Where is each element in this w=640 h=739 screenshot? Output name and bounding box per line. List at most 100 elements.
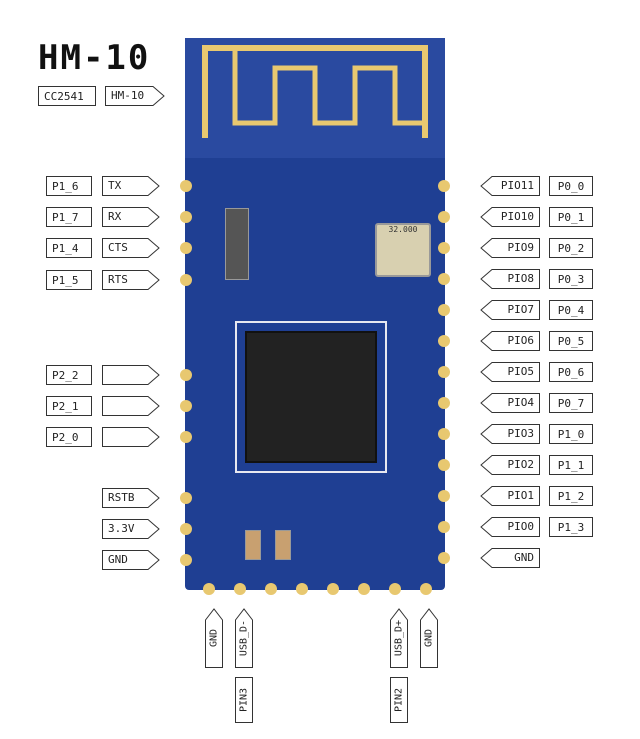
- pad: [438, 428, 450, 440]
- right-port-label: P1_0: [549, 424, 593, 444]
- right-pin-arrow: PIO6: [480, 331, 540, 351]
- pad: [180, 211, 192, 223]
- pad: [234, 583, 246, 595]
- left-pin-arrow: GND: [102, 550, 160, 570]
- pad: [438, 242, 450, 254]
- chip-outline: [235, 321, 387, 473]
- pad: [180, 180, 192, 192]
- capacitor: [275, 530, 291, 560]
- crystal: 32.000: [375, 223, 431, 277]
- pad: [180, 400, 192, 412]
- left-pin-label: TX: [108, 179, 122, 192]
- right-pin-label: PIO6: [507, 334, 535, 347]
- module-title: HM-10: [38, 38, 151, 78]
- right-pin-label: PIO7: [507, 303, 535, 316]
- right-pin-label: PIO3: [507, 427, 535, 440]
- left-pin-label: [102, 399, 114, 412]
- right-pin-label: PIO1: [507, 489, 535, 502]
- left-pin-arrow: [102, 396, 160, 416]
- pad: [438, 366, 450, 378]
- left-port-label: P2_0: [46, 427, 92, 447]
- pad: [180, 369, 192, 381]
- right-pin-arrow: PIO3: [480, 424, 540, 444]
- left-pin-label: RSTB: [108, 491, 135, 504]
- right-pin-arrow: PIO11: [480, 176, 540, 196]
- left-port-label: P1_6: [46, 176, 92, 196]
- pad: [438, 180, 450, 192]
- crystal-label: 32.000: [388, 225, 418, 234]
- right-port-label: P1_2: [549, 486, 593, 506]
- right-pin-label: PIO0: [507, 520, 535, 533]
- left-pin-arrow: RTS: [102, 270, 160, 290]
- right-pin-arrow: PIO10: [480, 207, 540, 227]
- antenna-area: [185, 38, 445, 158]
- pad: [438, 397, 450, 409]
- right-pin-arrow: PIO8: [480, 269, 540, 289]
- pad: [420, 583, 432, 595]
- bottom-pin-number: PIN2: [390, 677, 408, 723]
- left-port-label: P2_1: [46, 396, 92, 416]
- right-pin-arrow: PIO4: [480, 393, 540, 413]
- left-port-label: P2_2: [46, 365, 92, 385]
- right-pin-arrow: PIO7: [480, 300, 540, 320]
- pad: [438, 211, 450, 223]
- pad: [438, 490, 450, 502]
- right-pin-label: PIO8: [507, 272, 535, 285]
- left-pin-label: 3.3V: [108, 522, 135, 535]
- left-pin-arrow: 3.3V: [102, 519, 160, 539]
- pad: [327, 583, 339, 595]
- pad: [180, 492, 192, 504]
- right-port-label: P0_5: [549, 331, 593, 351]
- right-pin-label: PIO11: [500, 179, 534, 192]
- ble-chip: [245, 331, 377, 463]
- bottom-pin-arrow: GND: [420, 608, 438, 668]
- right-pin-label: PIO4: [507, 396, 535, 409]
- right-pin-arrow: PIO0: [480, 517, 540, 537]
- right-port-label: P0_0: [549, 176, 593, 196]
- left-pin-label: RX: [108, 210, 122, 223]
- left-pin-arrow: TX: [102, 176, 160, 196]
- pad: [438, 521, 450, 533]
- capacitor: [245, 530, 261, 560]
- left-pin-arrow: RX: [102, 207, 160, 227]
- bottom-pin-arrow: USB_D+: [390, 608, 408, 668]
- right-port-label: P0_4: [549, 300, 593, 320]
- right-pin-label: PIO5: [507, 365, 535, 378]
- left-pin-label: CTS: [108, 241, 128, 254]
- right-port-label: P0_7: [549, 393, 593, 413]
- right-pin-label: GND: [514, 551, 534, 564]
- left-pin-label: [102, 368, 114, 381]
- pad: [180, 523, 192, 535]
- pin-number-label: PIN2: [393, 687, 405, 713]
- pad: [438, 552, 450, 564]
- bottom-pin-arrow: USB_D-: [235, 608, 253, 668]
- right-port-label: P0_6: [549, 362, 593, 382]
- pad: [296, 583, 308, 595]
- right-port-label: P1_3: [549, 517, 593, 537]
- right-pin-arrow: PIO9: [480, 238, 540, 258]
- module-label-arrow: HM-10: [105, 86, 165, 106]
- right-port-label: P0_1: [549, 207, 593, 227]
- pad: [180, 274, 192, 286]
- pad: [389, 583, 401, 595]
- bottom-pin-number: PIN3: [235, 677, 253, 723]
- right-port-label: P1_1: [549, 455, 593, 475]
- pad: [438, 459, 450, 471]
- pad: [265, 583, 277, 595]
- left-port-label: P1_7: [46, 207, 92, 227]
- left-pin-arrow: [102, 365, 160, 385]
- right-pin-label: PIO9: [507, 241, 535, 254]
- pad: [438, 335, 450, 347]
- right-pin-arrow: GND: [480, 548, 540, 568]
- left-pin-arrow: [102, 427, 160, 447]
- bottom-pin-label: GND: [208, 628, 220, 648]
- right-port-label: P0_3: [549, 269, 593, 289]
- bottom-pin-label: USB_D+: [393, 619, 405, 657]
- right-pin-arrow: PIO2: [480, 455, 540, 475]
- pad: [438, 273, 450, 285]
- pin-number-label: PIN3: [238, 687, 250, 713]
- pad: [203, 583, 215, 595]
- right-pin-arrow: PIO1: [480, 486, 540, 506]
- bottom-pin-label: GND: [423, 628, 435, 648]
- left-pin-label: [102, 430, 114, 443]
